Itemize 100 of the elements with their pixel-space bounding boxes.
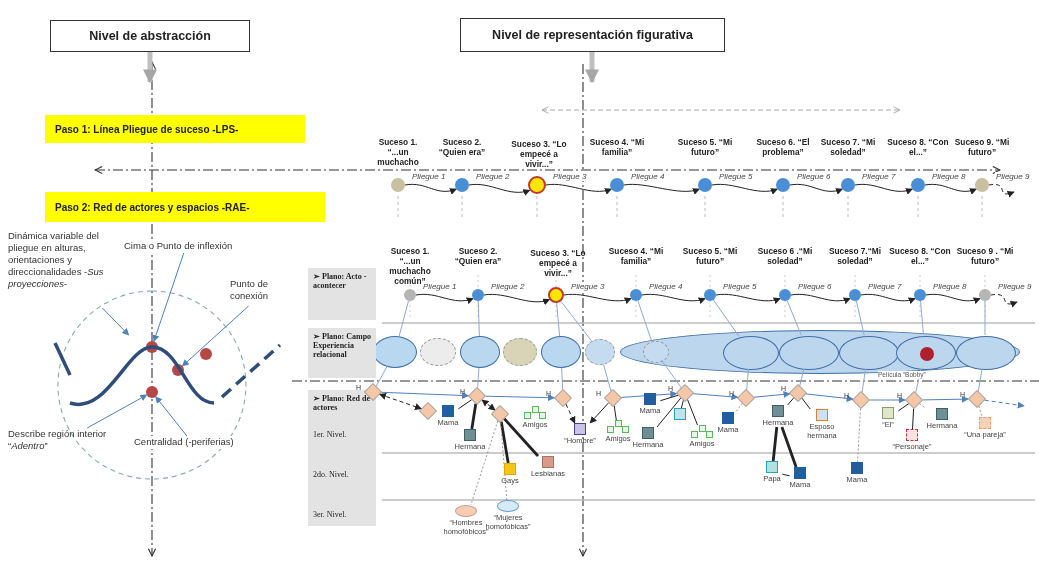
event-label: Suceso 5. “Mi futuro” <box>681 246 739 266</box>
connector-line <box>661 359 682 389</box>
heading-box: Nivel de representación figurativa <box>460 18 725 52</box>
connector-line <box>398 300 409 337</box>
field-ellipse <box>541 336 581 368</box>
edge-label: Pliegue 6 <box>797 282 833 291</box>
arrow <box>692 393 739 401</box>
connector-line <box>375 366 388 387</box>
connector-line <box>659 394 679 402</box>
arrow <box>415 293 474 304</box>
arrow <box>589 402 610 424</box>
arrow <box>715 293 781 304</box>
plane-label: ➢ Plano: Acto - acontecer <box>313 272 368 290</box>
edge-label: Pliegue 3 <box>552 172 588 181</box>
arrow <box>790 293 851 304</box>
event-label: Suceso 8. “Con el...” <box>887 137 949 157</box>
event-label: Suceso 9. “Mi futuro” <box>953 137 1011 157</box>
leader-line <box>86 394 148 429</box>
edge-label: Pliegue 9 <box>995 172 1031 181</box>
connector-line <box>897 403 910 412</box>
edge-label: Pliegue 6 <box>796 172 832 181</box>
connector-line <box>781 473 791 477</box>
connector-line <box>920 300 924 336</box>
connector-line <box>556 302 561 337</box>
step-banner: Paso 2: Red de actores y espacios -RAE- <box>45 192 325 222</box>
connector-line <box>787 397 795 406</box>
connector-line <box>470 403 478 430</box>
arrow <box>869 396 906 404</box>
event-label: Suceso 9 . “Mi futuro” <box>955 246 1015 266</box>
annotation-text: Dinámica variable del pliegue en alturas, orientaciones y direccionalidades -Sus proyecciones- <box>8 230 120 308</box>
leader-line <box>181 305 250 367</box>
event-label: Suceso 1. “...un muchacho <box>376 137 420 167</box>
arrow <box>468 183 531 196</box>
arrow <box>984 399 1025 409</box>
connector-line <box>918 403 927 409</box>
connector-line <box>637 300 652 341</box>
connector-line <box>977 368 983 392</box>
arrow <box>585 52 599 84</box>
arrow <box>379 393 422 410</box>
connector-line <box>477 300 480 337</box>
connector-line <box>746 368 749 391</box>
field-ellipse <box>643 341 669 363</box>
arrow <box>789 183 843 195</box>
event-label: Suceso 2. “Quien era” <box>437 137 487 157</box>
connector-line <box>613 405 617 421</box>
edge-label: Pliegue 5 <box>718 172 754 181</box>
actor-diamond <box>491 405 509 423</box>
arrow <box>143 52 157 84</box>
connector-line <box>499 421 510 464</box>
event-label: Suceso 4. “Mi familia” <box>588 137 646 157</box>
edge-label: Pliegue 3 <box>570 282 606 291</box>
connector-line <box>786 300 802 336</box>
connector-line <box>912 408 915 430</box>
edge-label: Pliegue 8 <box>931 172 967 181</box>
field-ellipse <box>839 336 899 370</box>
step-banner: Paso 1: Línea Pliegue de suceso -LPS- <box>45 115 305 143</box>
edge-label: Pliegue 8 <box>932 282 968 291</box>
connector-line <box>477 367 480 389</box>
arrow <box>623 183 700 195</box>
connector-line <box>780 426 798 468</box>
field-ellipse <box>585 339 615 365</box>
plane-label: ➢ Plano: Red de actores <box>313 394 371 412</box>
event-label: Suceso 2. “Quien era” <box>453 246 503 266</box>
connector-line <box>801 397 811 410</box>
leader-line <box>152 252 185 342</box>
edge-label: Pliegue 9 <box>997 282 1033 291</box>
level-label: 1er. Nivel. <box>313 430 348 439</box>
plane-panel <box>308 268 376 320</box>
arrow <box>711 183 778 195</box>
connector-line <box>735 402 743 413</box>
connector-line <box>603 364 612 392</box>
edge-label: Pliegue 1 <box>411 172 447 181</box>
field-ellipse <box>503 338 537 366</box>
annotation-text: Punto de conexión <box>230 278 298 306</box>
arrow <box>563 293 632 304</box>
connector-line <box>857 408 861 463</box>
edge-label: Pliegue 7 <box>861 172 897 181</box>
connector-line <box>799 368 805 387</box>
arrow <box>988 183 1015 198</box>
connector-line <box>561 367 564 390</box>
event-label: Suceso 6 .“Mi soledad” <box>756 246 814 266</box>
connector-line <box>712 299 740 337</box>
leader-line <box>155 396 188 437</box>
arrow <box>404 183 457 195</box>
field-ellipse <box>420 338 456 366</box>
arrow <box>641 293 706 304</box>
event-label: Suceso 5. “Mi futuro” <box>676 137 734 157</box>
connector-line <box>560 300 593 342</box>
field-ellipse <box>956 336 1016 370</box>
connector-line <box>861 368 866 393</box>
connector-line <box>680 399 684 409</box>
edge-label: Pliegue 4 <box>630 172 666 181</box>
annotation-text: Describe región interior “Adentro” <box>8 428 116 456</box>
event-label: Suceso 3. “Lo empecé a vivir...” <box>510 139 568 169</box>
connector-line <box>470 420 499 506</box>
field-ellipse <box>373 336 417 368</box>
connector-line <box>503 417 540 457</box>
arrow <box>381 391 469 399</box>
arrow <box>485 394 555 402</box>
connector-line <box>500 421 508 501</box>
